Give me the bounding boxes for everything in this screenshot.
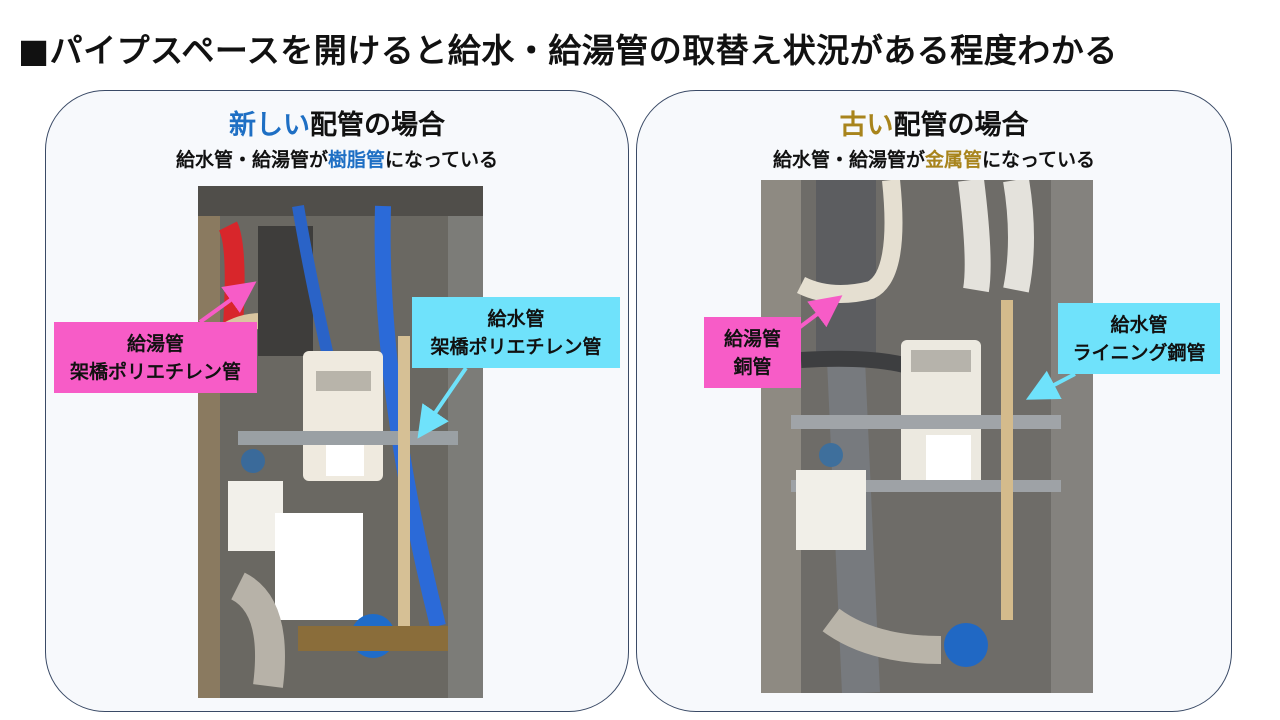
old-heading-rest: 配管の場合	[893, 110, 1029, 141]
old-cold-callout-line2: ライニング鋼管	[1072, 342, 1206, 364]
new-cold-callout-line1: 給水管	[487, 308, 545, 330]
new-heading-rest: 配管の場合	[310, 110, 445, 141]
old-cold-callout-line1: 給水管	[1110, 314, 1168, 336]
new-hot-pipe-callout: 給湯管 架橋ポリエチレン管	[54, 322, 257, 393]
old-sub-prefix: 給水管・給湯管が	[772, 149, 925, 171]
new-piping-photo	[198, 186, 483, 698]
new-hot-callout-line1: 給湯管	[126, 333, 184, 355]
new-sub-prefix: 給水管・給湯管が	[175, 149, 328, 171]
old-sub-highlight: 金属管	[924, 149, 982, 171]
old-hot-callout-line2: 銅管	[733, 356, 772, 378]
old-highlight: 古い	[839, 110, 894, 141]
new-cold-pipe-callout: 給水管 架橋ポリエチレン管	[412, 297, 620, 368]
new-piping-heading: 新しい配管の場合	[46, 103, 628, 142]
new-highlight: 新しい	[229, 110, 310, 141]
old-piping-photo	[761, 180, 1093, 693]
old-piping-subheading: 給水管・給湯管が金属管になっている	[637, 145, 1231, 172]
old-sub-suffix: になっている	[981, 149, 1096, 171]
page-title: ■パイプスペースを開けると給水・給湯管の取替え状況がある程度わかる	[18, 31, 1118, 70]
old-hot-pipe-callout: 給湯管 銅管	[704, 317, 801, 388]
new-sub-highlight: 樹脂管	[327, 149, 385, 171]
new-piping-subheading: 給水管・給湯管が樹脂管になっている	[46, 145, 628, 172]
old-piping-heading: 古い配管の場合	[637, 103, 1231, 142]
old-cold-pipe-callout: 給水管 ライニング鋼管	[1058, 303, 1220, 374]
new-hot-callout-line2: 架橋ポリエチレン管	[69, 361, 241, 383]
old-hot-callout-line1: 給湯管	[723, 328, 781, 350]
new-sub-suffix: になっている	[384, 149, 499, 171]
new-cold-callout-line2: 架橋ポリエチレン管	[430, 336, 602, 358]
